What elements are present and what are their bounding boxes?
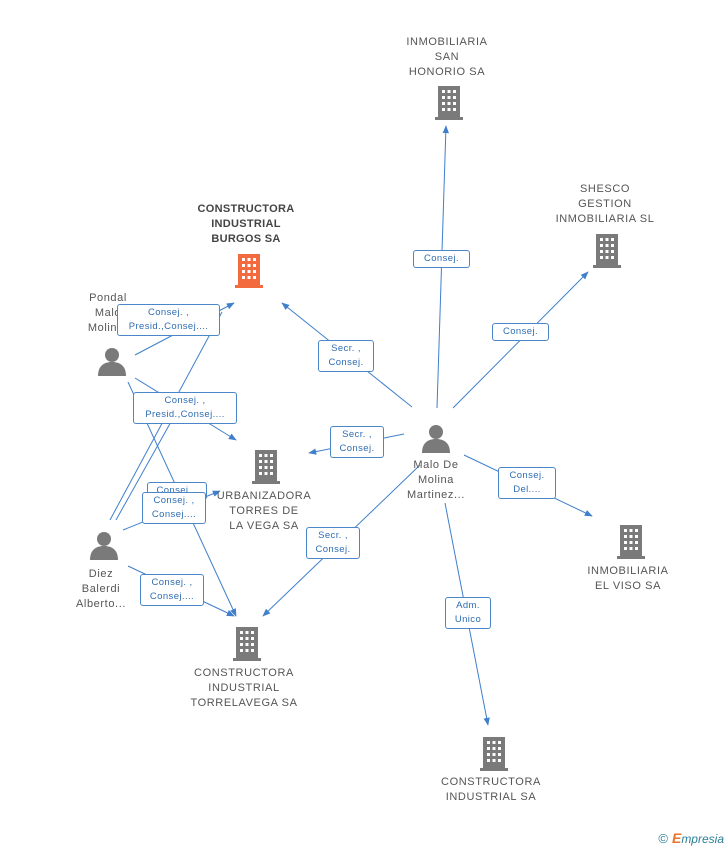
relation-box-ci-sa[interactable]: Adm. Unico xyxy=(445,597,491,629)
relation-box-burgos-malo[interactable]: Secr. , Consej. xyxy=(318,340,374,372)
node-label-diez[interactable]: Diez Balerdi Alberto... xyxy=(75,568,127,610)
person-icon-malo xyxy=(422,425,450,453)
node-label-el-viso[interactable]: INMOBILIARIA EL VISO SA xyxy=(587,565,669,592)
building-icon-shesco xyxy=(593,234,621,268)
building-icon-urbanizadora xyxy=(252,450,280,484)
relation-box-pondal-urban[interactable]: Consej. , Presid.,Consej.... xyxy=(133,392,237,424)
node-label-san-honorio[interactable]: INMOBILIARIA SAN HONORIO SA xyxy=(406,36,488,78)
building-icon-torrelavega xyxy=(233,627,261,661)
node-label-torrelavega[interactable]: CONSTRUCTORA INDUSTRIAL TORRELAVEGA SA xyxy=(190,667,298,709)
brand-footer: ©Empresia xyxy=(658,830,724,846)
relation-box-el-viso[interactable]: Consej. Del.... xyxy=(498,467,556,499)
building-icon-san-honorio xyxy=(435,86,463,120)
brand-name: mpresia xyxy=(681,832,724,846)
node-label-ci-sa[interactable]: CONSTRUCTORA INDUSTRIAL SA xyxy=(441,776,541,803)
node-label-shesco[interactable]: SHESCO GESTION INMOBILIARIA SL xyxy=(555,183,655,225)
relation-box-san-honorio[interactable]: Consej. xyxy=(413,250,470,268)
brand-initial: E xyxy=(671,830,682,846)
building-icon-burgos xyxy=(235,254,263,288)
relation-box-torre-malo[interactable]: Secr. , Consej. xyxy=(306,527,360,559)
building-icon-el-viso xyxy=(617,525,645,559)
relation-box-pondal-burgos[interactable]: Consej. , Presid.,Consej.... xyxy=(117,304,220,336)
person-icon-diez xyxy=(90,532,118,560)
relation-box-diez-torre[interactable]: Consej. , Consej.... xyxy=(140,574,204,606)
relation-box-urban-malo[interactable]: Secr. , Consej. xyxy=(330,426,384,458)
relation-box-shesco[interactable]: Consej. xyxy=(492,323,549,341)
node-label-urbanizadora[interactable]: URBANIZADORA TORRES DE LA VEGA SA xyxy=(216,490,312,532)
person-icon-pondal xyxy=(98,348,126,376)
node-label-burgos[interactable]: CONSTRUCTORA INDUSTRIAL BURGOS SA xyxy=(197,203,295,245)
relation-box-diez-urban[interactable]: Consej. , Consej.... xyxy=(142,492,206,524)
copyright-icon: © xyxy=(658,831,668,846)
building-icon-ci-sa xyxy=(480,737,508,771)
node-label-malo-molina[interactable]: Malo De Molina Martinez... xyxy=(407,459,465,501)
edge-diez-pondal xyxy=(115,419,173,521)
